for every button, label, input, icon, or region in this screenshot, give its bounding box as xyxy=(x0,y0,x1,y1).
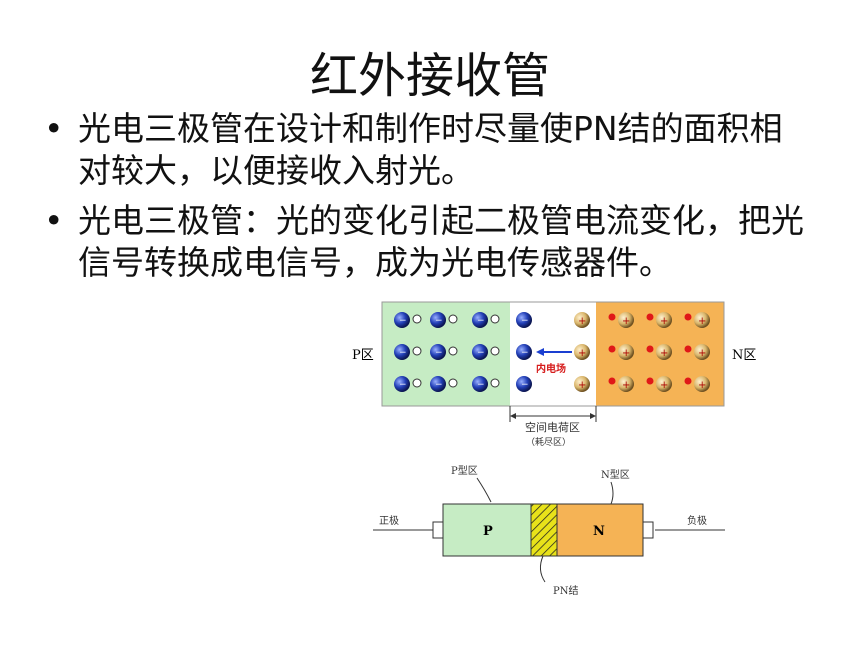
bullet-text-2: 光电三极管：光的变化引起二极管电流变化，把光信号转换成电信号，成为光电传感器件。 xyxy=(78,201,804,282)
n-type-label: N型区 xyxy=(601,468,630,481)
cathode-label: 负极 xyxy=(687,514,707,527)
n-region-carriers: + xyxy=(608,312,710,392)
bullet-dot: • xyxy=(44,201,64,240)
slide-title: 红外接收管 xyxy=(309,48,550,104)
bullet-item-1: • 光电三极管在设计和制作时尽量使PN结的面积相对较大，以便接收入射光。 xyxy=(44,108,804,192)
electric-field-label: 内电场 xyxy=(536,362,566,375)
depletion-width-marker xyxy=(509,406,597,422)
svg-text:+: + xyxy=(622,316,630,327)
svg-text:+: + xyxy=(578,348,586,359)
p-block xyxy=(442,503,532,557)
depletion-region-label: 空间电荷区 xyxy=(525,420,580,434)
svg-text:+: + xyxy=(578,316,586,327)
p-region-carriers: − xyxy=(393,311,500,393)
depletion-region-sublabel: （耗尽区） xyxy=(526,437,571,448)
n-region-label: N区 xyxy=(732,348,756,363)
svg-text:−: − xyxy=(521,316,529,326)
p-type-label: P型区 xyxy=(451,464,478,477)
bullet-text-1: 光电三极管在设计和制作时尽量使PN结的面积相对较大，以便接收入射光。 xyxy=(78,109,783,190)
pn-junction-structure-diagram: P型区 N型区 正极 负极 P N PN结 xyxy=(373,464,725,597)
svg-text:−: − xyxy=(399,316,407,326)
pn-junction-label: PN结 xyxy=(553,584,578,597)
anode-terminal xyxy=(432,521,444,539)
depletion-ions: − − − + + + xyxy=(516,312,590,392)
p-block-label: P xyxy=(483,524,493,539)
svg-text:+: + xyxy=(578,380,586,391)
bullet-list: • 光电三极管在设计和制作时尽量使PN结的面积相对较大，以便接收入射光。 • 光… xyxy=(44,108,804,292)
p-region-label: P区 xyxy=(352,348,374,363)
n-block xyxy=(556,503,644,557)
svg-text:−: − xyxy=(521,380,529,390)
pn-junction-block xyxy=(530,503,558,557)
svg-text:−: − xyxy=(521,348,529,358)
anode-label: 正极 xyxy=(379,514,399,527)
bullet-dot: • xyxy=(44,109,64,148)
bullet-item-2: • 光电三极管：光的变化引起二极管电流变化，把光信号转换成电信号，成为光电传感器… xyxy=(44,200,804,284)
electric-field-arrow xyxy=(536,348,572,356)
cathode-terminal xyxy=(642,521,654,539)
n-block-label: N xyxy=(593,524,605,539)
pn-junction-carrier-diagram: P区 N区 − − − − + + + + 内电场 xyxy=(352,301,756,448)
